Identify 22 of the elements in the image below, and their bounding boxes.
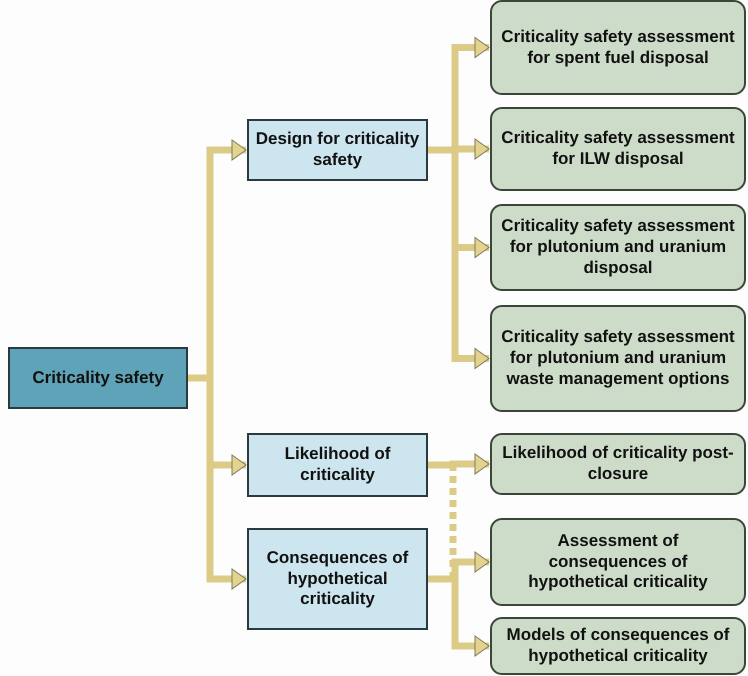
rounded-box: [490, 433, 746, 495]
rounded-box: [490, 518, 746, 606]
box-label: Criticality safety assessment for ILW disposal: [500, 128, 736, 170]
box-label: Assessment of consequences of hypothetical criticality: [527, 530, 709, 594]
box-label: Models of consequences of hypothetical criticality: [506, 625, 730, 667]
process-box: [247, 119, 428, 181]
box-label: Likelihood of criticality post-closure: [501, 443, 735, 485]
process-box: [247, 433, 428, 497]
box-label: Criticality safety assessment for plutonium and uranium waste management options: [500, 327, 736, 390]
rounded-box: [490, 617, 746, 675]
rounded-box: [490, 107, 746, 191]
box-label: Criticality safety assessment for plutonium and uranium disposal: [500, 216, 736, 279]
box-label: Design for criticality safety: [255, 129, 420, 171]
box-label: Likelihood of criticality: [284, 444, 392, 486]
process-box: [8, 347, 188, 409]
box-label: Consequences of hypothetical criticality: [266, 548, 410, 610]
rounded-box: [490, 204, 746, 291]
box-label: Criticality safety assessment for spent fuel disposal: [500, 26, 736, 68]
rounded-box: [490, 305, 746, 412]
process-box: [247, 528, 428, 630]
box-label: Criticality safety: [32, 368, 164, 388]
rounded-box: [490, 0, 746, 95]
